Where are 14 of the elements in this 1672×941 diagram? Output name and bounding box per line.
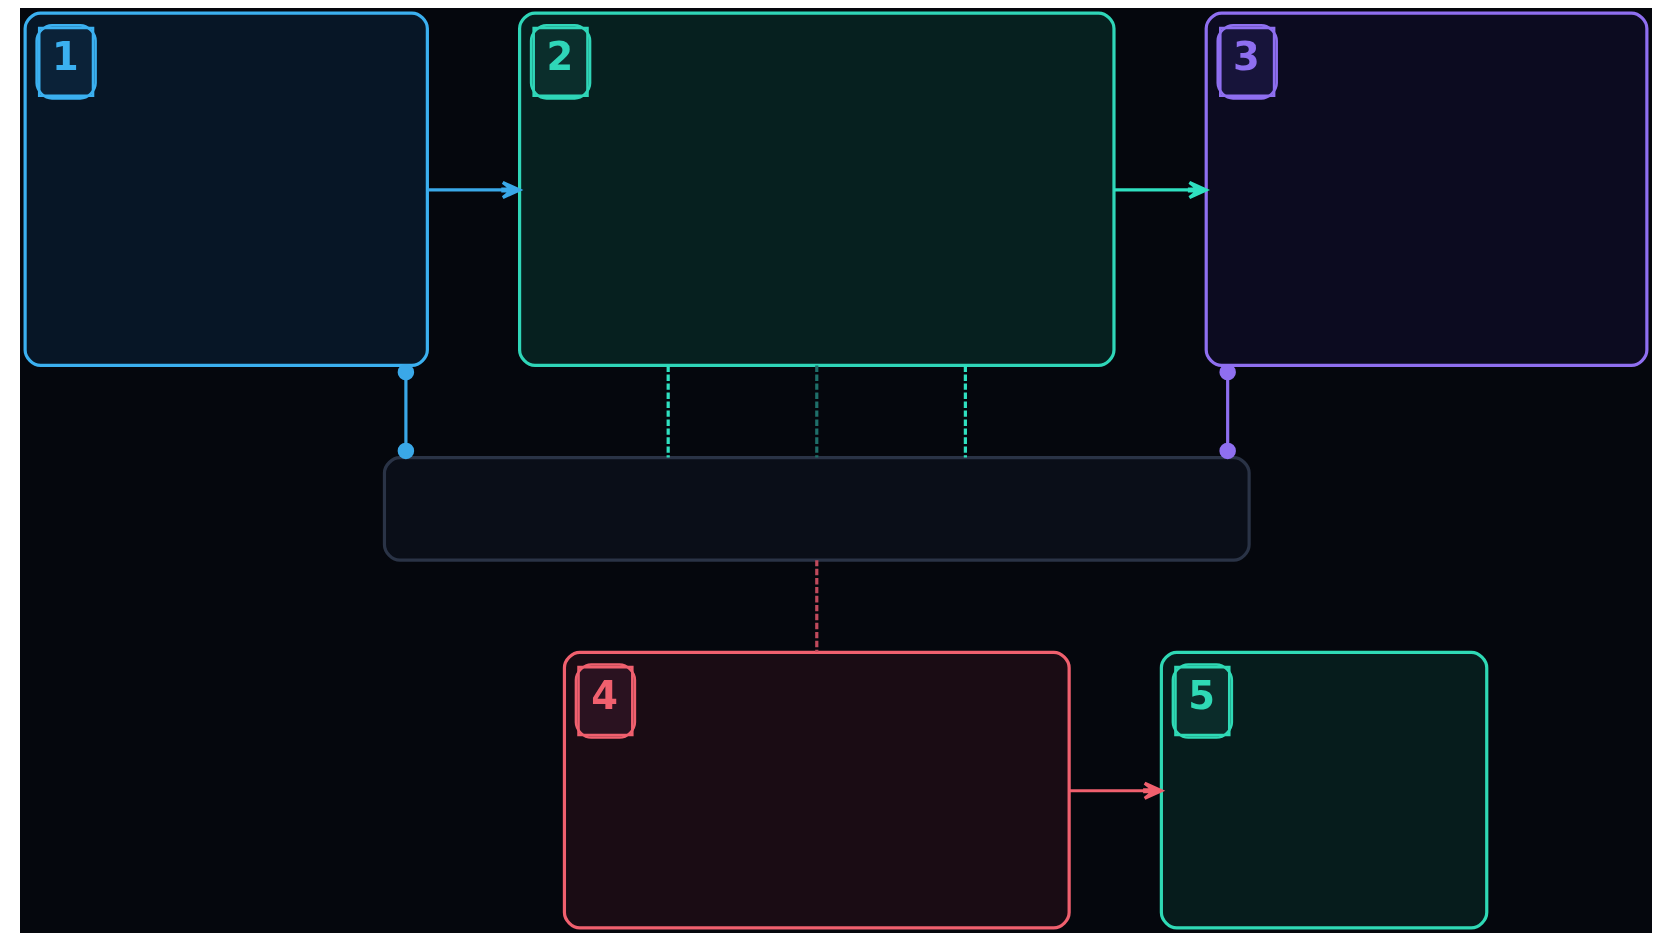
arrow <box>1114 180 1208 200</box>
node-box: 2 <box>518 11 1116 368</box>
connector <box>815 365 819 458</box>
node-box: 4 <box>562 650 1071 930</box>
connector <box>397 363 415 460</box>
node-box <box>382 456 1251 562</box>
connector <box>666 365 670 458</box>
node-box: 5 <box>1159 650 1489 930</box>
arrow <box>1069 781 1163 800</box>
connector <box>963 365 967 458</box>
arrow <box>427 180 522 200</box>
node-box: 1 <box>23 11 429 368</box>
node-box: 3 <box>1204 11 1649 368</box>
connector <box>815 560 819 652</box>
